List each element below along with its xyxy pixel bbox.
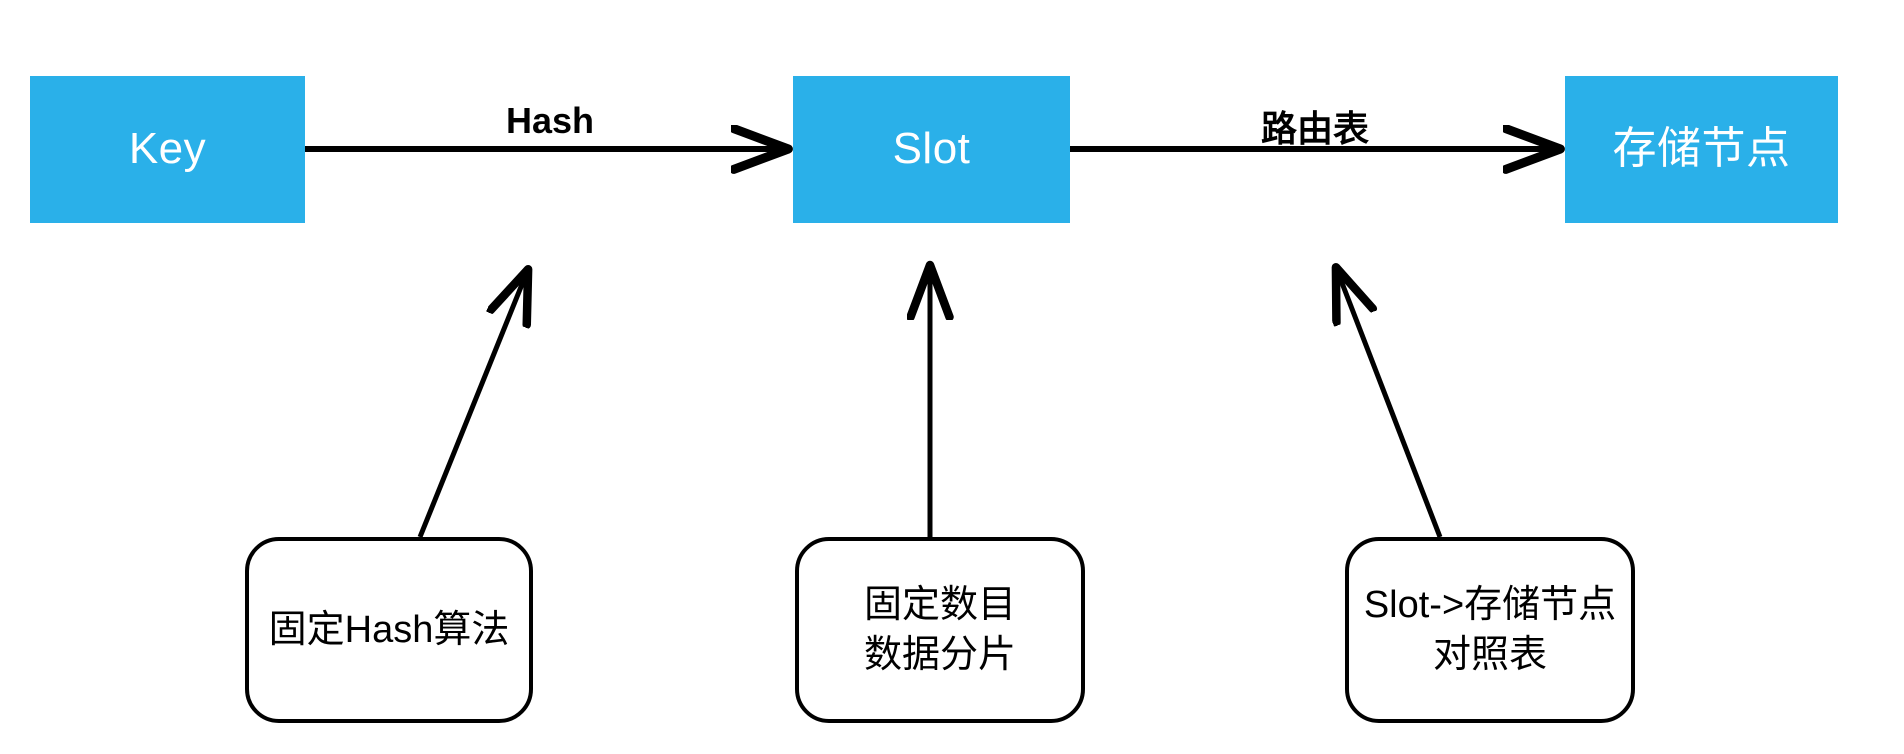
- node-slot[interactable]: Slot: [793, 76, 1070, 223]
- node-slot-label: Slot: [892, 124, 971, 174]
- node-key[interactable]: Key: [30, 76, 305, 223]
- arrow-note-slot-storage-mapping: [1337, 270, 1443, 538]
- note-hash-algorithm-line-1: 固定Hash算法: [268, 608, 510, 651]
- note-hash-algorithm[interactable]: 固定Hash算法: [245, 537, 533, 723]
- note-slot-storage-mapping[interactable]: Slot->存储节点 对照表: [1345, 537, 1635, 723]
- node-key-label: Key: [128, 124, 207, 174]
- node-storage-node[interactable]: 存储节点: [1565, 76, 1838, 223]
- note-fixed-shard-count-line-2: 数据分片: [863, 634, 1016, 676]
- edge-label-routing-table: 路由表: [1260, 108, 1369, 149]
- edge-label-hash: Hash: [505, 100, 595, 141]
- node-storage-node-label: 存储节点: [1612, 124, 1791, 174]
- note-fixed-shard-count-line-1: 固定数目: [863, 583, 1016, 626]
- note-slot-storage-mapping-line-2: 对照表: [1432, 634, 1547, 676]
- note-slot-storage-mapping-line-1: Slot->存储节点: [1363, 583, 1617, 626]
- note-fixed-shard-count[interactable]: 固定数目 数据分片: [795, 537, 1085, 723]
- arrow-note-hash-algorithm: [417, 272, 527, 538]
